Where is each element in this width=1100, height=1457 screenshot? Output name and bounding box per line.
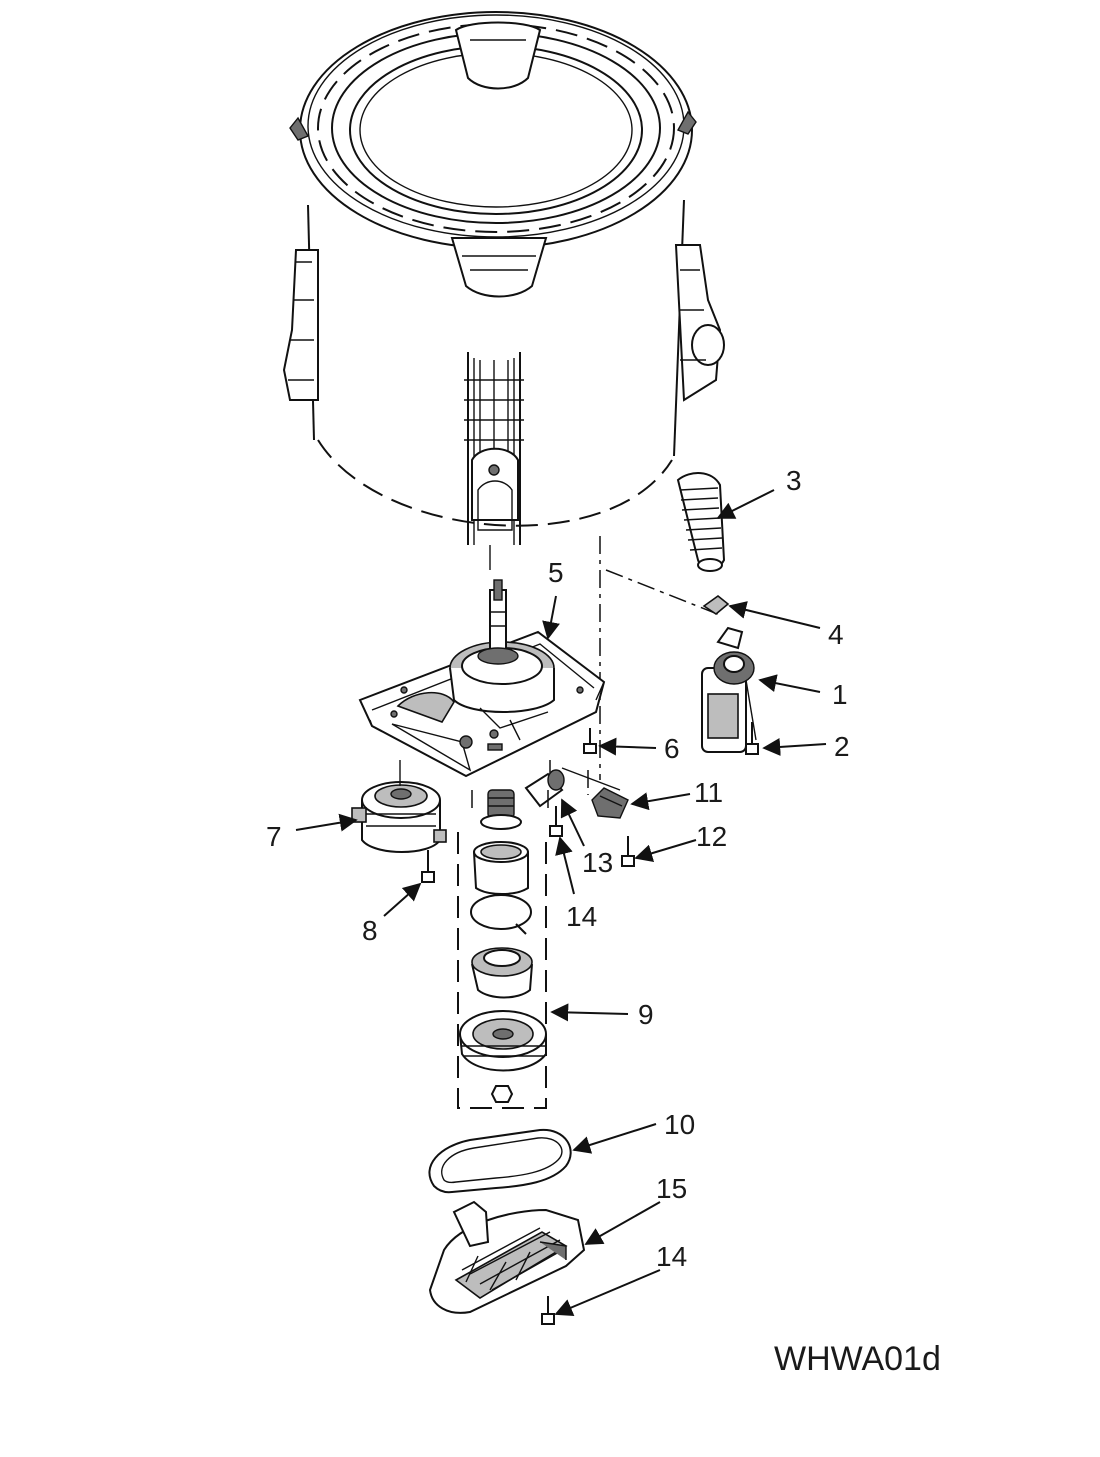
- diagram-code: WHWA01d: [774, 1340, 941, 1378]
- callout-7: 7: [266, 821, 282, 852]
- callout-8: 8: [362, 915, 378, 946]
- callout-11: 11: [694, 777, 723, 808]
- callout-13: 13: [582, 847, 613, 878]
- callout-10: 10: [664, 1109, 695, 1140]
- callout-3: 3: [786, 465, 802, 496]
- coupler-screw: [549, 806, 563, 837]
- callout-9: 9: [638, 999, 654, 1030]
- pump-screw: [745, 722, 759, 755]
- plate-screw: [583, 728, 597, 754]
- callout-14-upper: 14: [566, 901, 597, 932]
- base-cover: [428, 1200, 586, 1314]
- lid-switch-part: [561, 767, 629, 819]
- callout-1: 1: [832, 679, 848, 710]
- drive-belt: [428, 1128, 572, 1194]
- callout-5: 5: [548, 557, 564, 588]
- mounting-plate-gearcase: [358, 579, 606, 778]
- drain-pump: [701, 626, 757, 753]
- clutch-pulley-kit: [457, 789, 549, 1109]
- motor-screw: [421, 850, 435, 883]
- callout-12: 12: [696, 821, 727, 852]
- callout-6: 6: [664, 733, 680, 764]
- coupler: [524, 769, 565, 808]
- callout-15: 15: [656, 1173, 687, 1204]
- callout-4: 4: [828, 619, 844, 650]
- leader-lines: [295, 489, 827, 1316]
- drain-hose: [676, 472, 726, 572]
- switch-screw: [621, 836, 635, 867]
- hose-clamp: [702, 594, 730, 615]
- callout-2: 2: [834, 731, 850, 762]
- drive-motor: [351, 760, 447, 853]
- base-screw: [541, 1296, 555, 1325]
- callout-labels: 1 2 3 4 5 6 7 8 9 10 11 12 13 14 14 15: [266, 465, 850, 1272]
- outer-tub: [282, 11, 725, 570]
- callout-14-lower: 14: [656, 1241, 687, 1272]
